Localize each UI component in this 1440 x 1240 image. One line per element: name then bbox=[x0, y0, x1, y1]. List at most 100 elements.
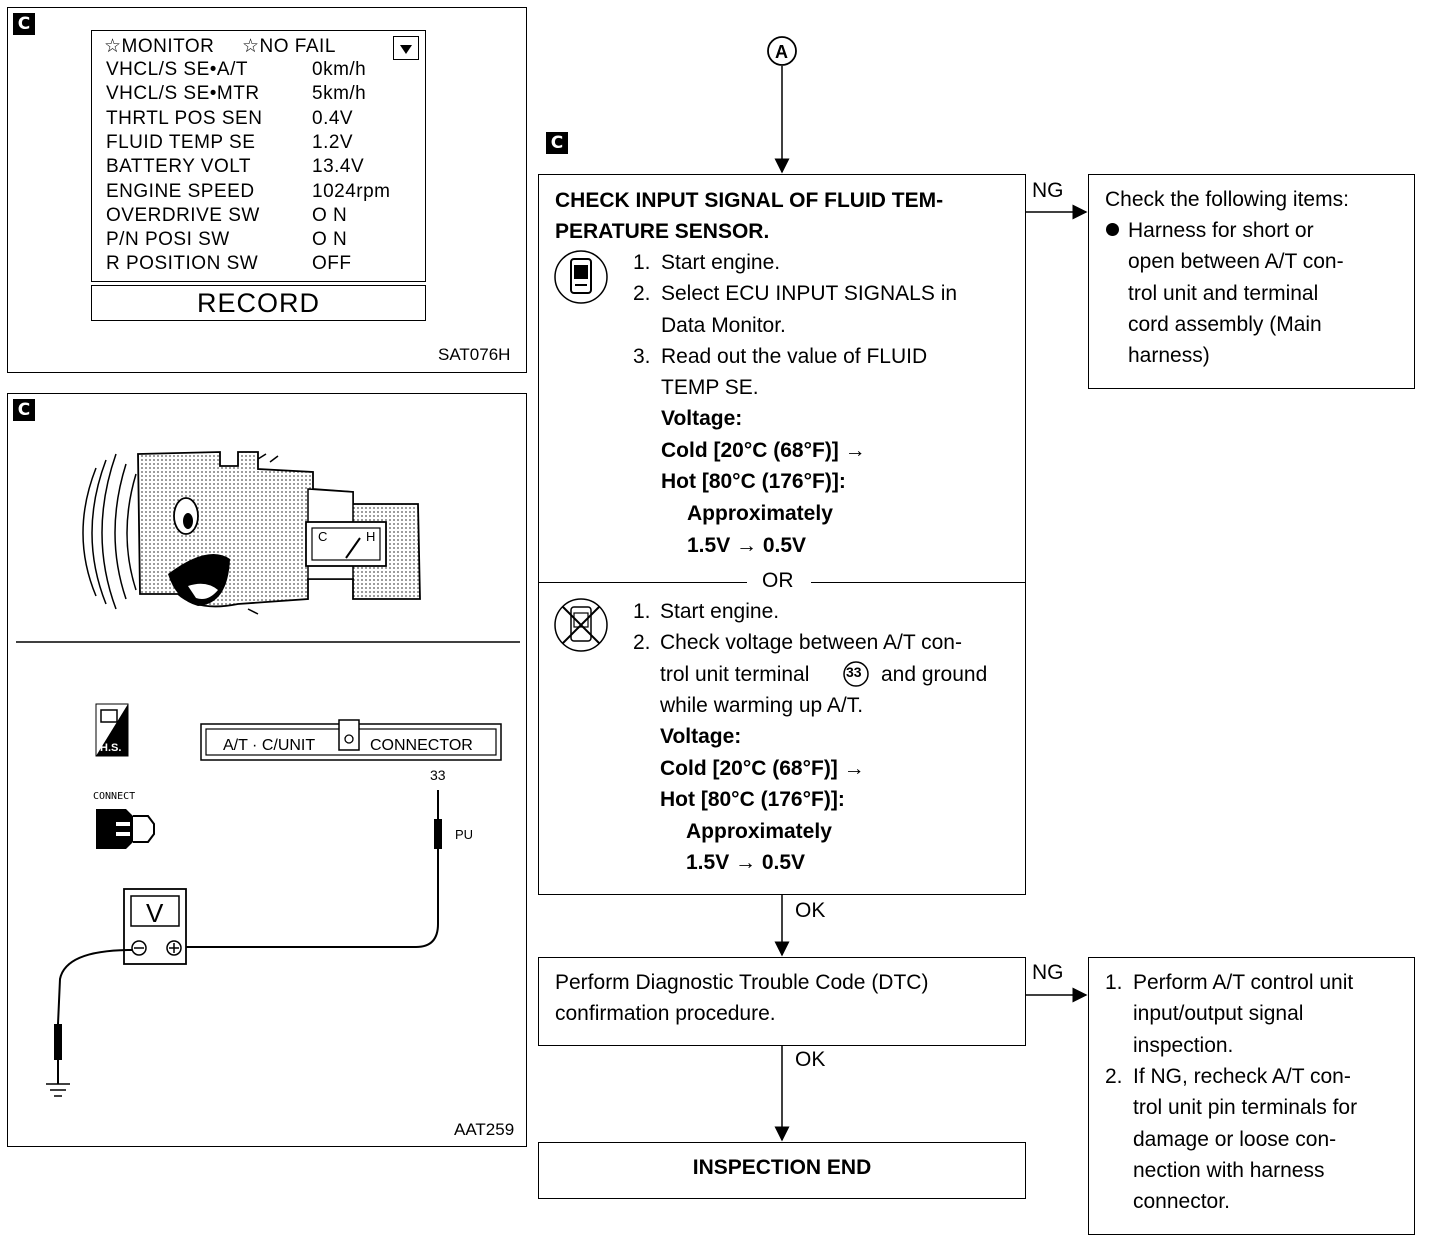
monitor-row-name: VHCL/S SE•A/T bbox=[106, 59, 248, 80]
ground-icon bbox=[46, 1083, 70, 1097]
monitor-row-name: BATTERY VOLT bbox=[106, 156, 252, 178]
fluid-sensor-illustration: C H H.S. A/T · C/UNIT CONNECTOR 33 CONN bbox=[16, 451, 520, 1097]
ng-item-line: input/output signal bbox=[1133, 1002, 1304, 1026]
monitor-row-value: 1024rpm bbox=[312, 180, 391, 202]
connector-a-label: A bbox=[775, 42, 788, 62]
monitor-row-value: 0km/h bbox=[312, 59, 367, 80]
dtc-line: confirmation procedure. bbox=[555, 1002, 776, 1026]
consult-tool-icon bbox=[554, 250, 608, 304]
monitor-row-name: R POSITION SW bbox=[106, 253, 259, 275]
ng-item-line: connector. bbox=[1133, 1190, 1230, 1214]
dtc-procedure-box: Perform Diagnostic Trouble Code (DTC) con… bbox=[538, 957, 1026, 1046]
terminal-33-circle bbox=[843, 661, 869, 687]
or-label: OR bbox=[762, 569, 794, 592]
without-consult-icon bbox=[554, 598, 608, 652]
step-number: 1. bbox=[633, 600, 651, 623]
scroll-down-icon[interactable] bbox=[393, 36, 419, 60]
step-text-line: Start engine. bbox=[661, 251, 781, 274]
harness-side-icon bbox=[95, 703, 129, 757]
step-text-line: TEMP SE. bbox=[661, 376, 759, 400]
monitor-row-name: FLUID TEMP SE bbox=[106, 131, 256, 153]
monitor-row-value: O N bbox=[312, 204, 348, 226]
check-input-signal-box: CHECK INPUT SIGNAL OF FLUID TEM- PERATUR… bbox=[538, 174, 1026, 895]
figure-code-sat076h: SAT076H bbox=[438, 345, 511, 364]
approximately-label-2: Approximately bbox=[686, 820, 832, 843]
wiring-figure-panel: C C H bbox=[7, 393, 527, 1147]
step-number: 3. bbox=[633, 344, 651, 368]
connect-label: CONNECT bbox=[93, 791, 135, 802]
pin-number-label: 33 bbox=[430, 767, 446, 783]
step-text-line: trol unit terminal bbox=[660, 662, 810, 686]
check-items-box: Check the following items: Harness for s… bbox=[1088, 174, 1415, 389]
ok-label-2: OK bbox=[795, 1048, 826, 1071]
gauge-c-label: C bbox=[318, 529, 327, 544]
consult-badge: C bbox=[546, 132, 568, 154]
figure-code-aat259: AAT259 bbox=[454, 1120, 515, 1139]
ng-item-line: If NG, recheck A/T con- bbox=[1133, 1064, 1351, 1088]
no-fail-label: ☆NO FAIL bbox=[242, 36, 336, 57]
ng-item-number: 2. bbox=[1105, 1064, 1123, 1088]
or-divider-right bbox=[811, 582, 1025, 583]
inspection-end-label: INSPECTION END bbox=[692, 1156, 872, 1179]
monitor-row-name: VHCL/S SE•MTR bbox=[106, 83, 260, 105]
ng-action-box: 1. Perform A/T control unit input/output s… bbox=[1088, 957, 1415, 1235]
hot-condition: Hot [80°C (176°F)]: bbox=[661, 470, 846, 493]
monitor-row-name: P/N POSI SW bbox=[106, 229, 230, 251]
check-item-line: Harness for short or bbox=[1128, 219, 1314, 242]
step-number: 2. bbox=[633, 631, 651, 655]
voltmeter-label: V bbox=[146, 898, 164, 928]
hot-condition-2: Hot [80°C (176°F)]: bbox=[660, 788, 845, 811]
check-title-line2: PERATURE SENSOR. bbox=[555, 220, 770, 243]
monitor-row-value: 1.2V bbox=[312, 131, 354, 153]
connect-icon bbox=[96, 809, 155, 849]
terminal-suffix: and ground bbox=[881, 663, 988, 686]
cold-condition: Cold [20°C (68°F)] → bbox=[661, 439, 866, 462]
hs-label: H.S. bbox=[100, 742, 121, 754]
check-item-line: cord assembly (Main bbox=[1128, 312, 1322, 336]
wire-color-label: PU bbox=[455, 827, 473, 842]
connector-a-circle bbox=[767, 36, 797, 66]
ng-label-2: NG bbox=[1032, 961, 1064, 984]
record-button[interactable]: RECORD bbox=[91, 285, 426, 321]
check-item-line: trol unit and terminal bbox=[1128, 281, 1319, 305]
monitor-row-value: 5km/h bbox=[312, 83, 367, 105]
step-text-line: Check voltage between A/T con- bbox=[660, 631, 962, 655]
step-number: 2. bbox=[633, 282, 651, 306]
monitor-row-name: OVERDRIVE SW bbox=[106, 204, 260, 226]
consult-badge: C bbox=[13, 399, 35, 421]
cold-condition-2: Cold [20°C (68°F)] → bbox=[660, 757, 865, 780]
step-text-line: Select ECU INPUT SIGNALS in bbox=[661, 282, 958, 306]
monitor-row-value: OFF bbox=[312, 253, 352, 275]
voltage-label: Voltage: bbox=[661, 407, 743, 430]
ng-item-line: Perform A/T control unit bbox=[1133, 971, 1354, 994]
connector-left-label: A/T · C/UNIT bbox=[223, 737, 315, 754]
inspection-end-box: INSPECTION END bbox=[538, 1142, 1026, 1199]
step-text-line: Read out the value of FLUID bbox=[661, 344, 928, 368]
check-item-line: harness) bbox=[1128, 344, 1210, 368]
monitor-row-name: THRTL POS SEN bbox=[106, 107, 263, 129]
check-item-line: open between A/T con- bbox=[1128, 250, 1344, 274]
step-text-line: Start engine. bbox=[660, 600, 780, 623]
step-text-line: Data Monitor. bbox=[661, 313, 786, 337]
ng-label-1: NG bbox=[1032, 179, 1064, 202]
gauge-h-label: H bbox=[366, 529, 375, 544]
monitor-header-label: ☆MONITOR bbox=[104, 36, 215, 57]
dtc-line: Perform Diagnostic Trouble Code (DTC) bbox=[555, 971, 929, 994]
voltage-range-2: 1.5V → 0.5V bbox=[686, 851, 806, 874]
ng-item-number: 1. bbox=[1105, 971, 1123, 994]
record-button-label: RECORD bbox=[196, 288, 320, 318]
voltage-label-2: Voltage: bbox=[660, 725, 742, 748]
bullet-icon bbox=[1106, 223, 1119, 236]
monitor-row-name: ENGINE SPEED bbox=[106, 180, 255, 202]
or-divider-left bbox=[539, 582, 747, 583]
ng-item-line: trol unit pin terminals for bbox=[1133, 1096, 1358, 1120]
check-items-title: Check the following items: bbox=[1105, 188, 1349, 211]
consult-badge: C bbox=[13, 13, 35, 35]
ng-item-line: damage or loose con- bbox=[1133, 1127, 1337, 1151]
voltmeter-icon bbox=[123, 888, 187, 965]
ok-label-1: OK bbox=[795, 899, 826, 922]
terminal-number: 33 bbox=[846, 664, 862, 680]
ng-item-line: nection with harness bbox=[1133, 1158, 1325, 1182]
